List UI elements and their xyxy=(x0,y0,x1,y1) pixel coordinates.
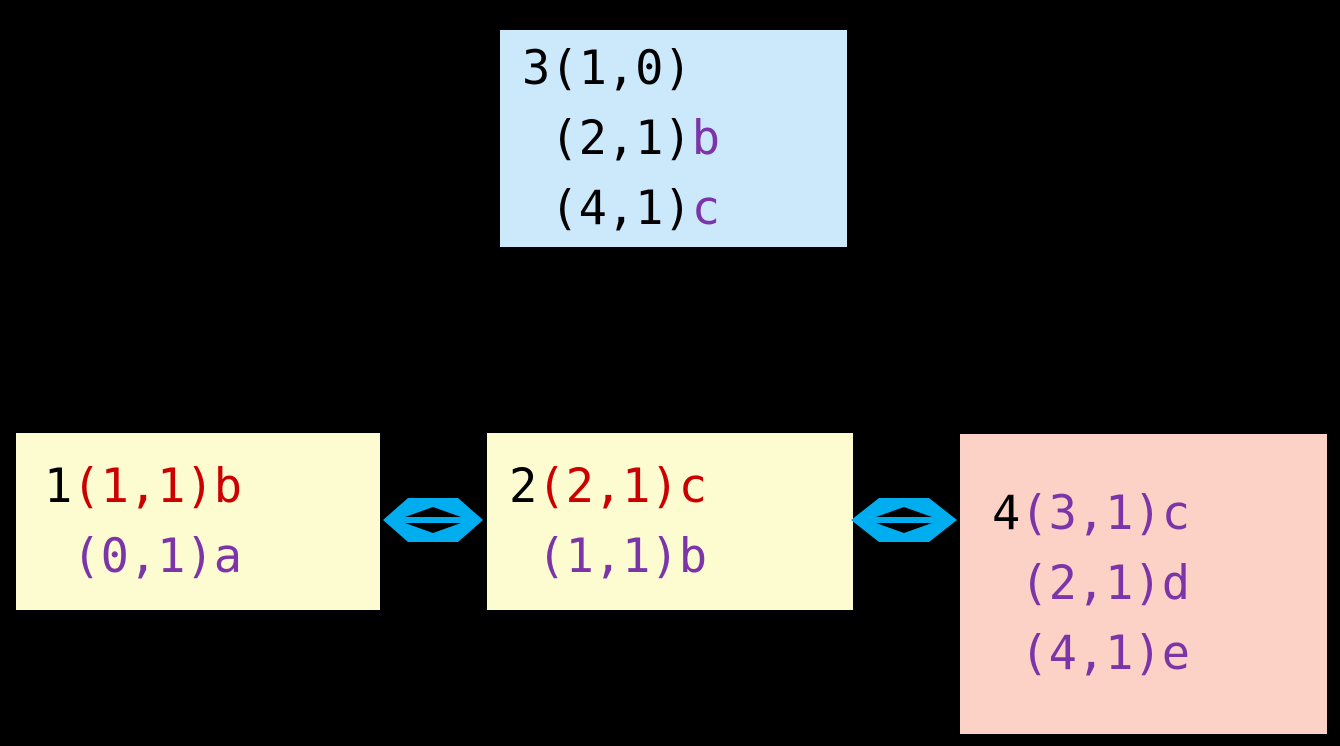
node-3-pair-1: (2,1) xyxy=(550,110,692,166)
node-1-indent-1 xyxy=(44,529,72,584)
node-2-line-1: (1,1)b xyxy=(509,522,853,592)
node-4-label-0: c xyxy=(1161,486,1191,541)
node-4-pair-2: (4,1) xyxy=(1020,626,1162,681)
node-4-index: 4 xyxy=(992,486,1021,541)
node-4-line-0: 4(3,1)c xyxy=(992,479,1327,549)
node-3-label-1: b xyxy=(691,110,721,166)
node-2-line-0: 2(2,1)c xyxy=(509,452,853,522)
node-1-label-1: a xyxy=(213,528,243,584)
node-4-line-1: (2,1)d xyxy=(992,549,1327,619)
node-3-line-2: (4,1)c xyxy=(522,174,847,244)
node-3-indent-1 xyxy=(522,111,550,166)
node-3-line-1: (2,1)b xyxy=(522,104,847,174)
graph-node-4[interactable]: 4(3,1)c (2,1)d (4,1)e xyxy=(960,434,1327,734)
node-4-label-1: d xyxy=(1161,556,1191,611)
node-4-line-2: (4,1)e xyxy=(992,619,1327,689)
graph-node-1[interactable]: 1(1,1)b (0,1)a xyxy=(16,433,380,610)
node-4-indent-1 xyxy=(992,556,1020,611)
node-1-pair-1: (0,1) xyxy=(72,528,214,584)
node-1-line-0: 1(1,1)b xyxy=(44,452,380,522)
graph-node-3[interactable]: 3(1,0) (2,1)b (4,1)c xyxy=(500,30,847,247)
node-2-label-0: c xyxy=(678,458,708,514)
node-2-pair-0: (2,1) xyxy=(537,458,679,514)
node-2-indent-1 xyxy=(509,529,537,584)
node-3-label-2: c xyxy=(691,180,721,236)
node-4-indent-2 xyxy=(992,626,1020,681)
node-3-index: 3 xyxy=(522,40,551,96)
node-3-pair-0: (1,0) xyxy=(550,40,692,96)
node-4-pair-1: (2,1) xyxy=(1020,556,1162,611)
node-2-pair-1: (1,1) xyxy=(537,528,679,584)
node-1-pair-0: (1,1) xyxy=(72,458,214,514)
graph-node-2[interactable]: 2(2,1)c (1,1)b xyxy=(487,433,853,610)
node-2-index: 2 xyxy=(509,458,538,514)
node-4-pair-0: (3,1) xyxy=(1020,486,1162,541)
node-3-pair-2: (4,1) xyxy=(550,180,692,236)
node-2-label-1: b xyxy=(678,528,708,584)
node-3-line-0: 3(1,0) xyxy=(522,34,847,104)
node-1-index: 1 xyxy=(44,458,73,514)
node-4-label-2: e xyxy=(1161,626,1191,681)
node-1-label-0: b xyxy=(213,458,243,514)
node-1-line-1: (0,1)a xyxy=(44,522,380,592)
bidirectional-arrow-diamond-icon xyxy=(851,498,957,542)
bidirectional-arrow-diamond-icon xyxy=(383,498,483,542)
node-3-indent-2 xyxy=(522,181,550,236)
